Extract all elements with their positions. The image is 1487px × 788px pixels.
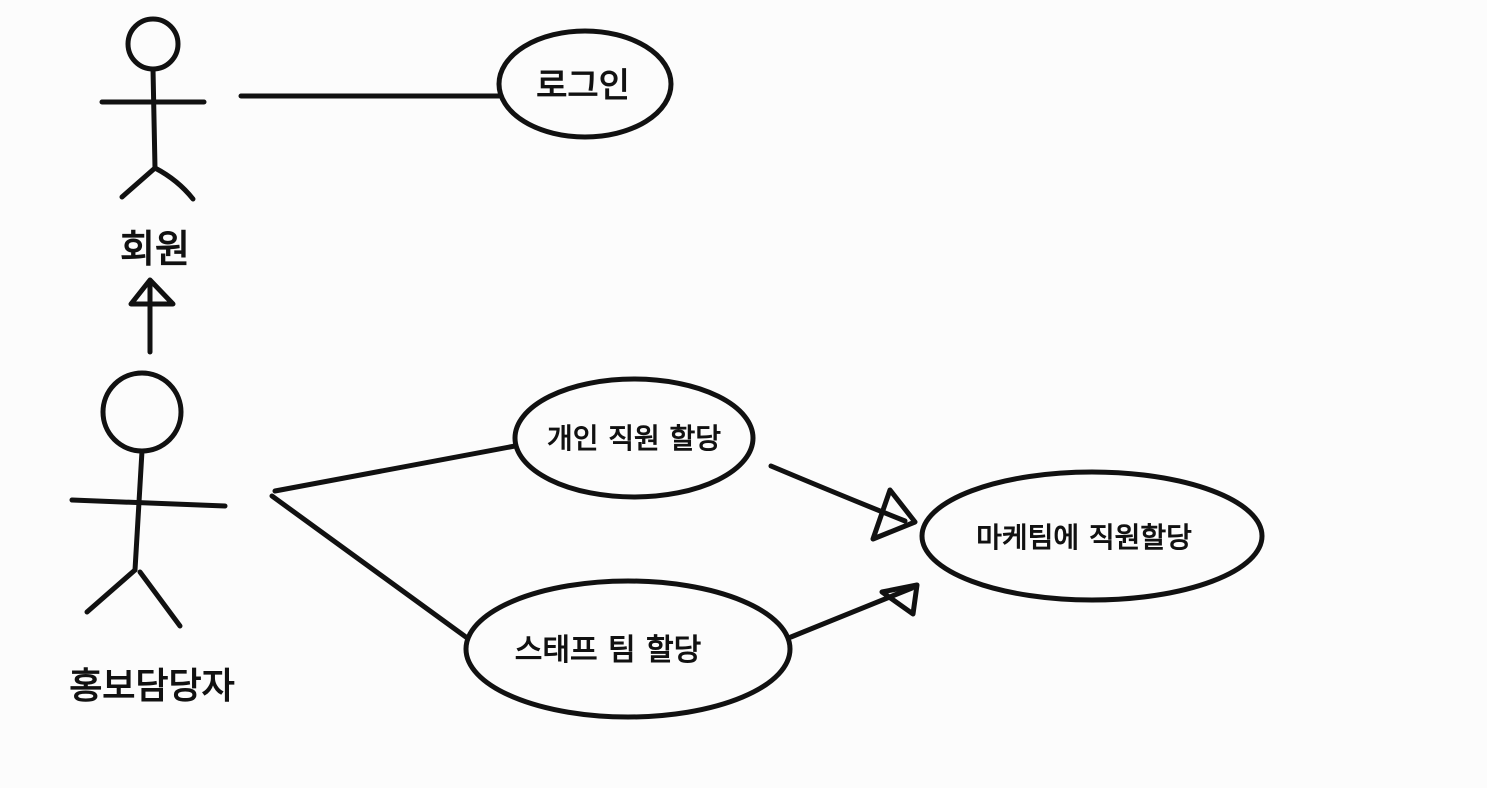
actor-member: 회원 [99, 16, 207, 271]
actor-pr-manager-label: 홍보담당자 [69, 666, 235, 707]
actor-pr-manager-head [100, 370, 184, 454]
generalization-individual-head [870, 487, 918, 542]
actor-pr-manager-arms [69, 497, 228, 509]
association-manager-individual [272, 443, 518, 494]
generalization-staff-shaft [788, 585, 915, 640]
generalization-staff-to-marketing [788, 582, 920, 640]
actor-pr-manager-body [132, 448, 145, 573]
use-case-assign-marketing-label: 마케팀에 직원할당 [976, 521, 1192, 554]
generalization-individual-to-marketing [768, 463, 918, 542]
use-case-login-label: 로그인 [536, 66, 630, 106]
use-case-assign-staff-team-ellipse [463, 578, 793, 720]
use-case-assign-marketing-ellipse [919, 469, 1265, 603]
generalization-individual-shaft [768, 463, 908, 524]
use-case-assign-staff-team: 스태프 팀 할당 [463, 578, 793, 720]
actor-pr-manager-left-leg [84, 567, 138, 615]
actor-member-label: 회원 [120, 227, 190, 271]
generalization-arrow [128, 277, 176, 355]
use-case-assign-marketing: 마케팀에 직원할당 [919, 469, 1265, 603]
use-case-assign-individual-ellipse [512, 376, 756, 500]
actor-pr-manager-right-leg [137, 569, 183, 629]
actor-member-left-leg [119, 165, 158, 200]
use-case-assign-individual-label: 개인 직원 할당 [547, 422, 721, 455]
actor-member-body [150, 66, 158, 171]
generalization-staff-head [879, 582, 920, 617]
actor-pr-manager: 홍보담당자 [69, 370, 235, 707]
association-manager-staff-team [269, 493, 473, 643]
actor-member-head [125, 16, 181, 72]
use-case-login: 로그인 [496, 28, 674, 140]
generalization-arrow-head [128, 277, 176, 307]
use-case-assign-staff-team-label: 스태프 팀 할당 [515, 633, 702, 668]
use-case-assign-individual: 개인 직원 할당 [512, 376, 756, 500]
actor-member-right-leg [152, 165, 196, 202]
use-case-login-ellipse [496, 28, 674, 140]
